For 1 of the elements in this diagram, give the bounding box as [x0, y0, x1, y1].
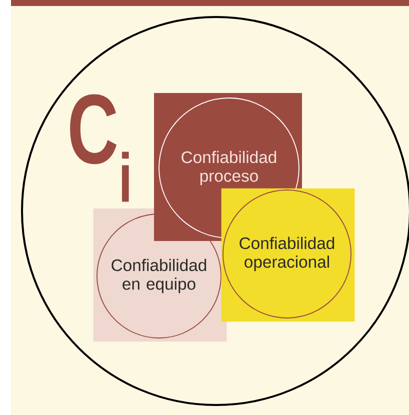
letter-label: C$_{i}$ — [70, 94, 129, 202]
